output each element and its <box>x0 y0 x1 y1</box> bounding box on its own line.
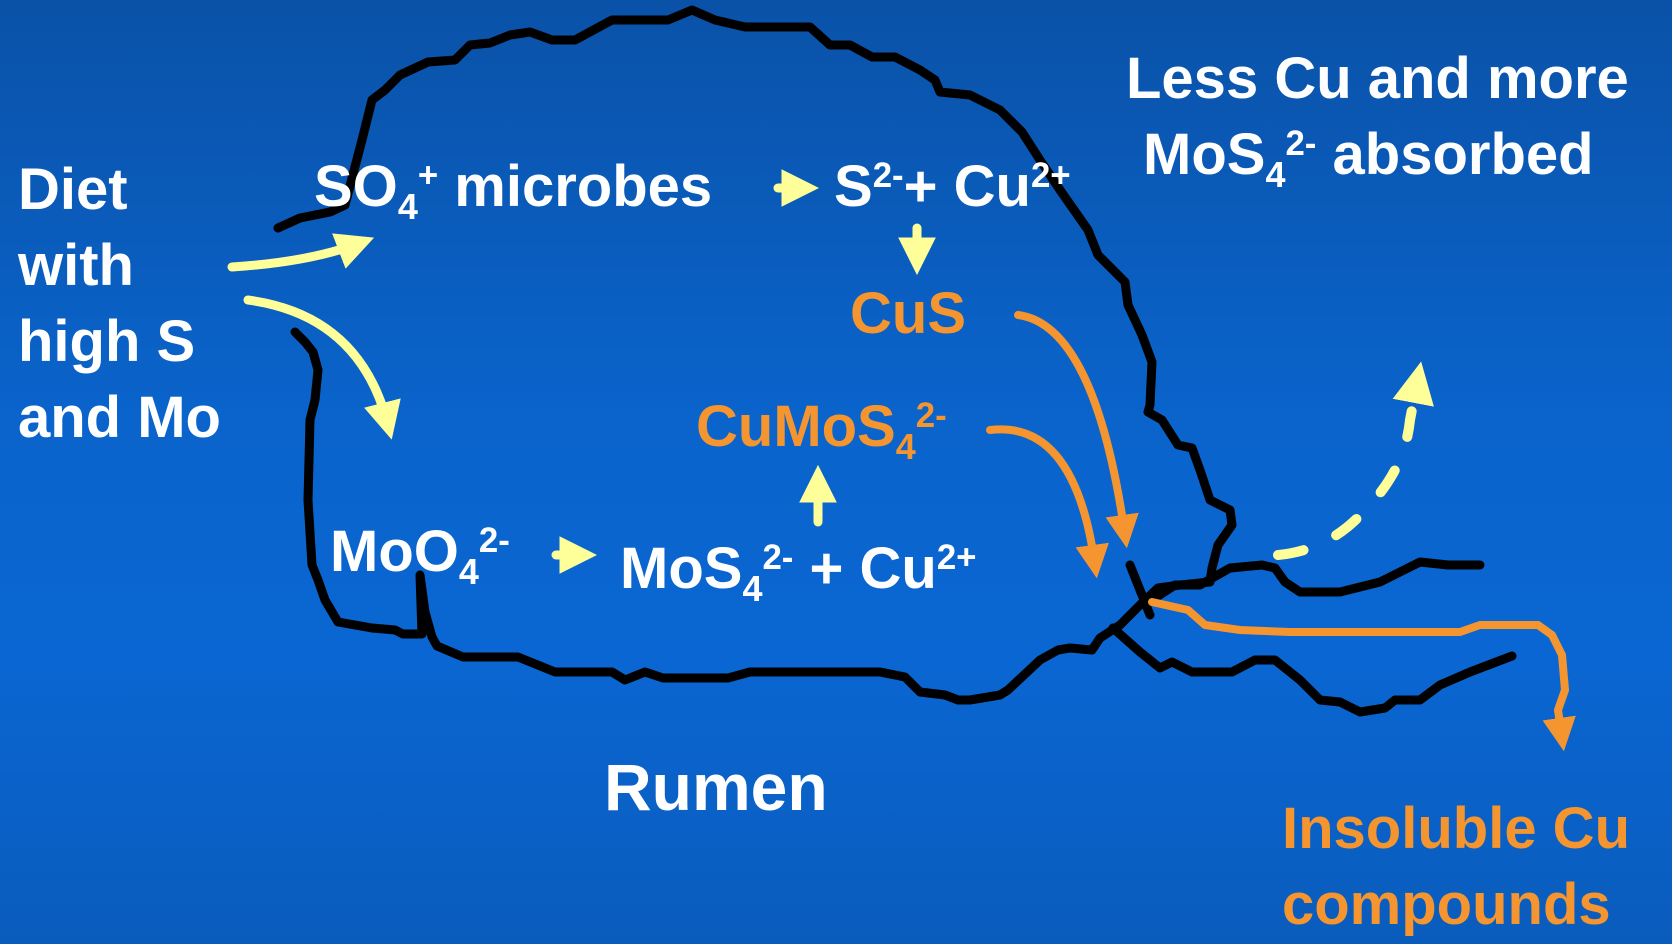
diet-line-2: with <box>18 233 134 298</box>
insoluble-label-line-1: Insoluble Cu <box>1282 796 1630 861</box>
arrow-diet-to-so4 <box>227 233 375 272</box>
absorbed-label-line-1: Less Cu and more <box>1126 46 1629 111</box>
mos4-cu-label: MoS42- + Cu2+ <box>620 536 977 609</box>
diet-line-1: Diet <box>18 157 128 222</box>
arrow-cus-to-intestine <box>1014 311 1139 549</box>
rumen-outline <box>273 5 1237 705</box>
cumos4-label: CuMoS42- <box>696 394 947 467</box>
diet-label: Diet with high S and Mo <box>18 152 221 456</box>
moo4-label: MoO42- <box>330 519 510 592</box>
arrow-diet-to-moo4 <box>243 295 401 440</box>
so4-microbes-label: SO4+ microbes <box>314 154 713 227</box>
intestine-junction <box>1125 560 1155 620</box>
arrow-cumos4-to-intestine <box>986 425 1109 579</box>
s2-cu-label: S2-+ Cu2+ <box>834 154 1071 219</box>
arrow-absorbed-dashed <box>1273 361 1434 560</box>
rumen-label: Rumen <box>604 750 828 824</box>
arrow-insoluble-path <box>1148 598 1576 752</box>
insoluble-label-line-2: compounds <box>1282 872 1611 937</box>
cus-label: CuS <box>850 281 966 346</box>
diet-line-4: and Mo <box>18 385 221 450</box>
intestine-lower-wall <box>1108 623 1517 717</box>
diet-line-3: high S <box>18 309 196 374</box>
intestine-upper-wall <box>1147 557 1485 605</box>
absorbed-label-line-2: MoS42- absorbed <box>1143 122 1594 195</box>
